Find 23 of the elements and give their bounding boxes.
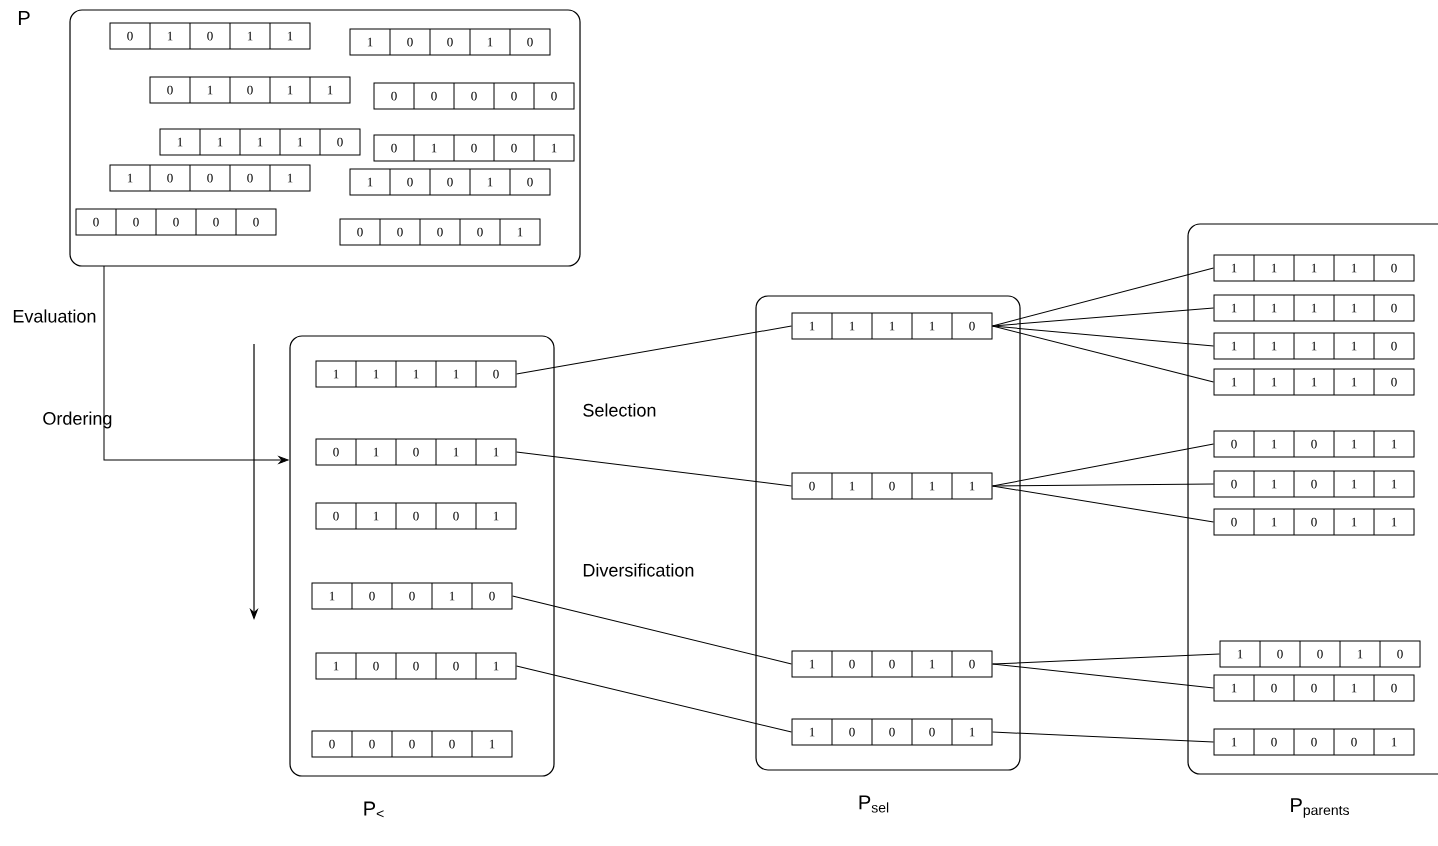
population-label: P xyxy=(18,11,30,25)
connector xyxy=(992,663,1214,689)
population-label: P$_{<}$ xyxy=(364,801,384,818)
step-label: Selection xyxy=(583,403,656,417)
connector xyxy=(992,325,1214,383)
connector xyxy=(992,483,1214,487)
connector xyxy=(512,595,792,665)
step-label: Diversification xyxy=(583,563,694,577)
connector xyxy=(992,485,1214,523)
connector xyxy=(992,443,1214,487)
step-label: Evaluation xyxy=(13,309,96,323)
connector xyxy=(992,325,1214,347)
connector xyxy=(103,265,289,464)
connector xyxy=(516,325,792,375)
population-label: P$_{parents}$ xyxy=(1291,798,1350,818)
population-label: P$_{sel}$ xyxy=(859,795,889,813)
connector xyxy=(992,267,1214,327)
connector xyxy=(516,451,792,487)
connector xyxy=(992,731,1214,743)
connector xyxy=(516,665,792,733)
connector xyxy=(992,307,1214,327)
connector xyxy=(992,653,1220,665)
step-label: Ordering xyxy=(43,411,112,429)
